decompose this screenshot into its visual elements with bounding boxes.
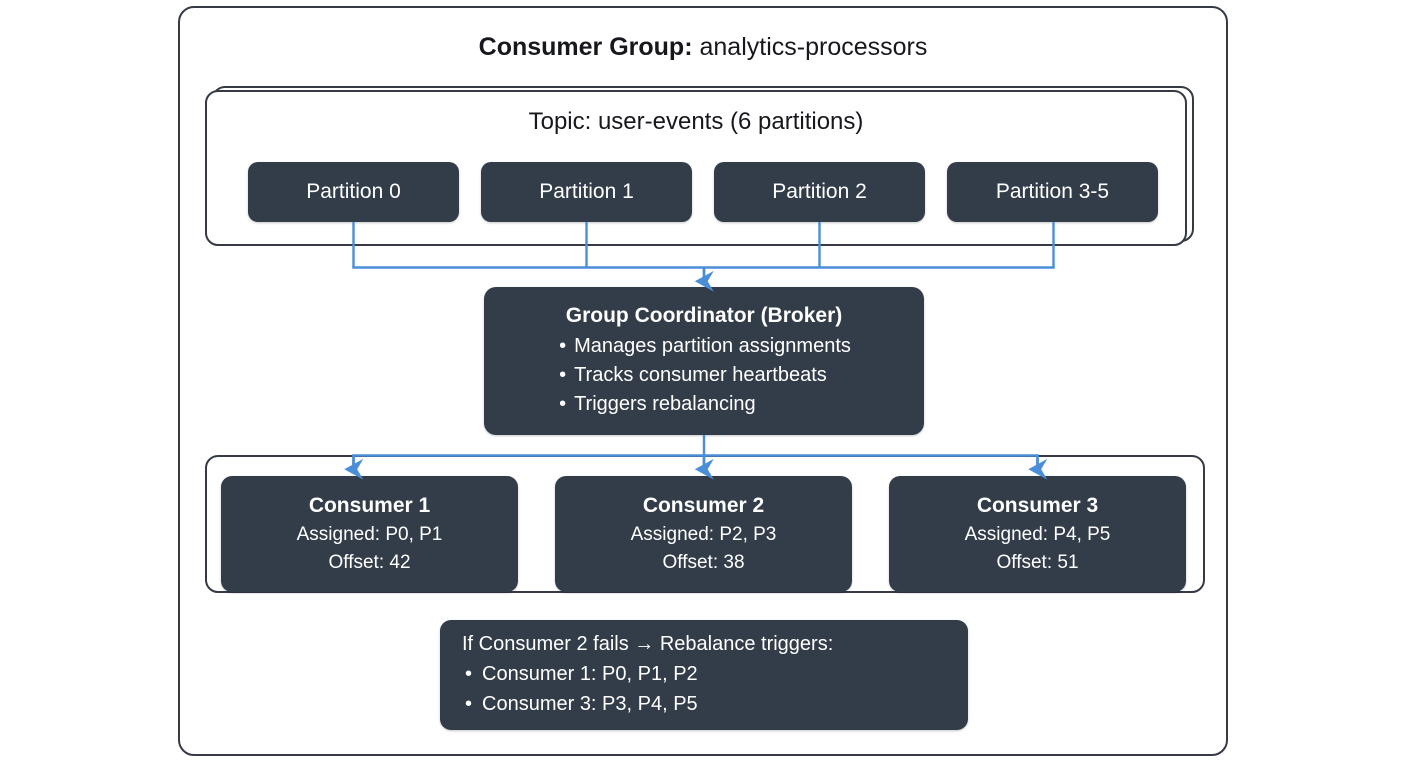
group-coordinator-bullet-list: Manages partition assignments Tracks con… <box>557 332 851 419</box>
consumer-assigned: Assigned: P2, P3 <box>630 524 777 545</box>
partition-label: Partition 0 <box>306 180 401 203</box>
consumer-assigned: Assigned: P4, P5 <box>964 524 1111 545</box>
partition-box-3-5[interactable]: Partition 3-5 <box>947 162 1158 222</box>
topic-label: Topic: user-events (6 partitions) <box>528 108 864 135</box>
consumer-title: Consumer 1 <box>308 494 431 517</box>
partition-label: Partition 3-5 <box>995 180 1110 203</box>
consumer-group-title-value: analytics-processors <box>699 33 928 61</box>
consumer-offset: Offset: 42 <box>328 552 411 573</box>
partition-label: Partition 2 <box>772 180 867 203</box>
consumer-box-3[interactable]: Consumer 3 Assigned: P4, P5 Offset: 51 <box>889 476 1186 592</box>
consumer-group-title: Consumer Group: analytics-processors <box>178 28 1228 66</box>
rebalance-bullet: Consumer 1: P0, P1, P2 <box>462 659 698 689</box>
consumer-offset: Offset: 38 <box>662 552 745 573</box>
group-coordinator-bullet: Triggers rebalancing <box>557 390 851 419</box>
consumer-offset: Offset: 51 <box>996 552 1079 573</box>
consumer-box-2[interactable]: Consumer 2 Assigned: P2, P3 Offset: 38 <box>555 476 852 592</box>
group-coordinator-bullet: Tracks consumer heartbeats <box>557 361 851 390</box>
rebalance-note-title: If Consumer 2 fails → Rebalance triggers… <box>462 633 834 655</box>
rebalance-bullet-list: Consumer 1: P0, P1, P2 Consumer 3: P3, P… <box>462 659 698 719</box>
consumer-title: Consumer 2 <box>642 494 765 517</box>
group-coordinator-box[interactable]: Group Coordinator (Broker) Manages parti… <box>484 287 924 435</box>
rebalance-bullet: Consumer 3: P3, P4, P5 <box>462 689 698 719</box>
partition-box-2[interactable]: Partition 2 <box>714 162 925 222</box>
consumer-group-title-key: Consumer Group: <box>478 33 693 61</box>
partition-box-0[interactable]: Partition 0 <box>248 162 459 222</box>
consumer-assigned: Assigned: P0, P1 <box>296 524 443 545</box>
partition-box-1[interactable]: Partition 1 <box>481 162 692 222</box>
consumer-box-1[interactable]: Consumer 1 Assigned: P0, P1 Offset: 42 <box>221 476 518 592</box>
group-coordinator-bullet: Manages partition assignments <box>557 332 851 361</box>
partition-label: Partition 1 <box>539 180 634 203</box>
rebalance-note-box[interactable]: If Consumer 2 fails → Rebalance triggers… <box>440 620 968 730</box>
group-coordinator-title: Group Coordinator (Broker) <box>565 304 843 327</box>
consumer-title: Consumer 3 <box>976 494 1099 517</box>
